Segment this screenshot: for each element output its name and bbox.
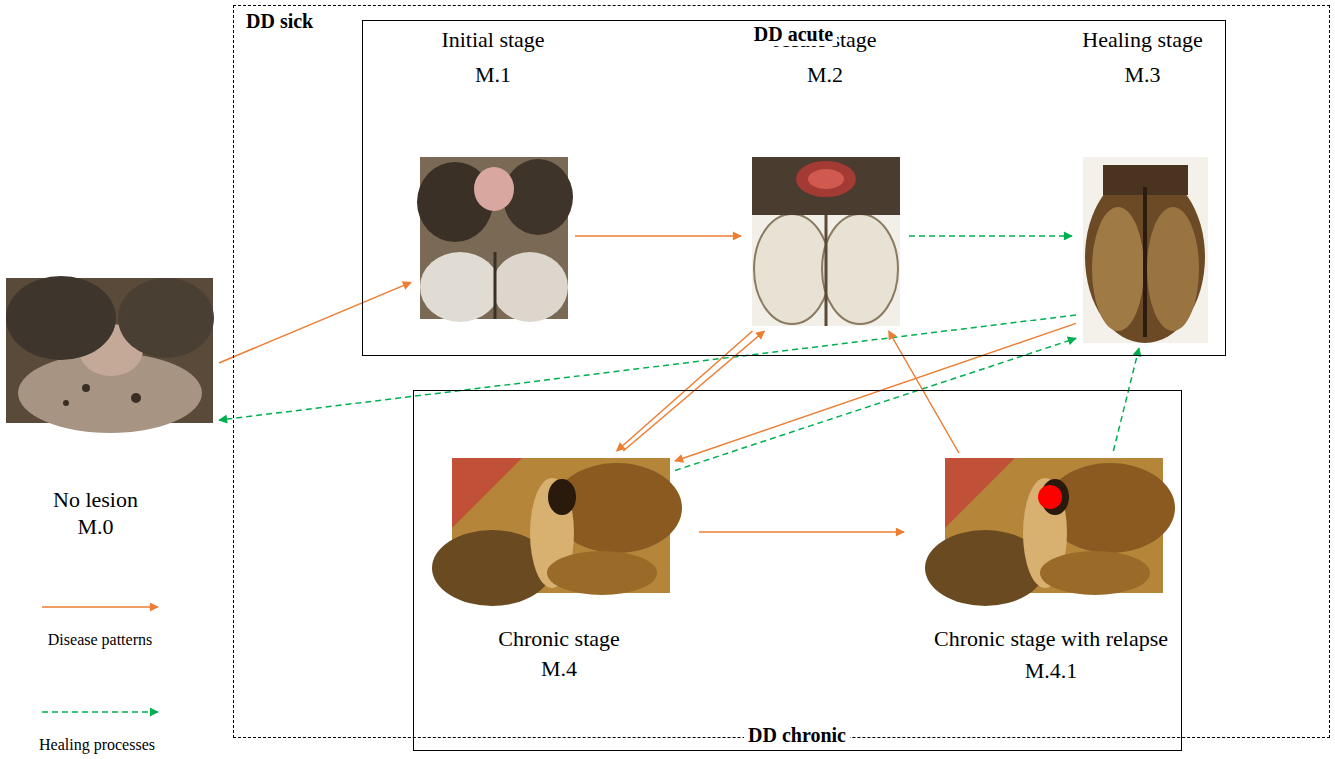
relapse-dot xyxy=(1038,485,1062,509)
photo-ground xyxy=(1083,157,1208,343)
stage-photo: Acute stageM.2 xyxy=(751,156,899,325)
stage-name: No lesion xyxy=(0,486,246,513)
stage-photo: Chronic stageM.4 xyxy=(451,457,669,592)
legend-entry: Healing processes xyxy=(0,735,247,755)
photo-cleft xyxy=(494,252,497,319)
text-group: Chronic stage with relapseM.4.1 xyxy=(901,623,1201,687)
stage-code: M.4.1 xyxy=(901,655,1201,687)
photo-ground xyxy=(752,157,900,326)
stage-photo: No lesionM.0 xyxy=(6,278,213,423)
disease-arrow xyxy=(675,323,1076,461)
legend-sample-line xyxy=(42,711,158,713)
disease-arrow xyxy=(575,235,741,237)
photo-sole xyxy=(492,252,568,322)
group-frame: Initial stageM.1Acute stageM.2Healing st… xyxy=(233,5,1330,738)
photo-lesion xyxy=(808,169,844,189)
stage-code: M.2 xyxy=(675,57,975,92)
disease-arrow xyxy=(889,331,959,453)
hoof-photo xyxy=(925,458,1175,606)
photo-speck xyxy=(82,384,90,392)
photo-speck xyxy=(63,400,69,406)
text-group: No lesionM.0 xyxy=(0,486,246,540)
group-box: Chronic stageM.4 Chronic stage with relap… xyxy=(413,390,1182,751)
text-group: DD chronic xyxy=(414,724,1181,747)
photo-cleft xyxy=(825,215,828,326)
hoof-photo xyxy=(752,157,900,326)
hoof-photo xyxy=(1083,157,1208,343)
group-heading: DD acute xyxy=(750,23,837,46)
stage-code: M.0 xyxy=(0,513,246,540)
disease-arrow xyxy=(699,531,904,533)
photo-sole xyxy=(1147,207,1199,331)
photo-sole xyxy=(420,252,500,322)
stage-name: Chronic stage xyxy=(409,624,709,654)
text-group: DD acute xyxy=(363,23,1225,46)
healing-arrow xyxy=(1113,348,1139,451)
photo-claw xyxy=(503,159,573,235)
photo-sole xyxy=(754,214,830,324)
stage-code: M.3 xyxy=(993,57,1293,92)
text-group: DD sick xyxy=(242,10,317,33)
stage-photo: Chronic stage with relapseM.4.1 xyxy=(944,457,1164,592)
healing-arrow xyxy=(909,235,1072,237)
group-box: Initial stageM.1 Acute stageM.2 Healing st… xyxy=(362,20,1226,356)
text-group: Chronic stageM.4 xyxy=(409,624,709,684)
hoof-photo xyxy=(6,276,214,433)
photo-lesion xyxy=(474,167,514,211)
legend-text: Disease patterns xyxy=(48,630,152,650)
photo-claw xyxy=(118,278,214,358)
photo-lesion xyxy=(796,161,856,197)
photo-hoof xyxy=(1085,171,1205,343)
hoof-photo xyxy=(417,157,573,322)
photo-speck xyxy=(131,393,141,403)
stage-code: M.1 xyxy=(343,57,643,92)
legend-entry: Disease patterns xyxy=(0,630,250,650)
stage-name: Healing stage xyxy=(993,22,1293,57)
legend-sample-line xyxy=(42,606,158,608)
stage-photo: Initial stageM.1 xyxy=(419,156,567,318)
photo-cleft xyxy=(1143,187,1147,337)
photo-sole xyxy=(822,214,898,324)
photo-sole xyxy=(1092,207,1144,331)
group-heading: DD chronic xyxy=(744,724,850,747)
hoof-photo xyxy=(432,458,682,606)
stage-name: Chronic stage with relapse xyxy=(901,623,1201,655)
healing-arrow xyxy=(675,338,1076,470)
photo-claw xyxy=(6,276,116,360)
legend-text: Healing processes xyxy=(39,735,155,755)
text-group: Healing stageM.3 xyxy=(993,22,1293,92)
disease-arrow xyxy=(219,282,411,363)
photo-skin xyxy=(752,157,900,215)
stage-name: Initial stage xyxy=(343,22,643,57)
disease-arrow xyxy=(623,331,764,451)
group-heading: DD sick xyxy=(242,10,317,33)
text-group: Initial stageM.1 xyxy=(343,22,643,92)
disease-arrow xyxy=(617,331,753,451)
stage-code: M.4 xyxy=(409,654,709,684)
stage-photo: Healing stageM.3 xyxy=(1082,156,1207,342)
